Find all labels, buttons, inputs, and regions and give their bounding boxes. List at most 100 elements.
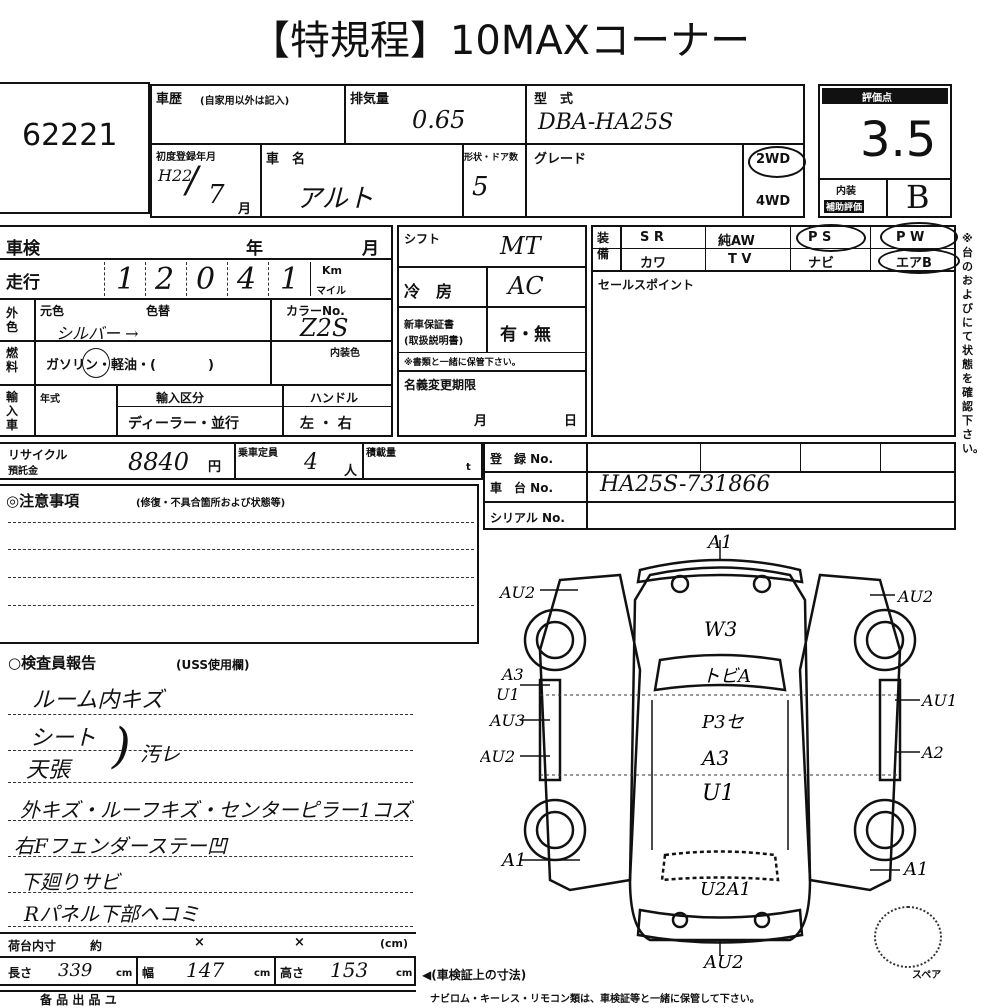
import-class-label: 輸入区分 xyxy=(156,391,205,405)
chassis-value: HA25S-731866 xyxy=(600,472,771,497)
score-label-bar xyxy=(822,88,948,104)
model-label: 型 式 xyxy=(534,92,574,107)
diagram-right-au1: AU1 xyxy=(920,691,957,710)
width-label: 幅 xyxy=(142,966,155,980)
inspection-block xyxy=(0,225,393,437)
report-line-7: Rパネル下部ヘコミ xyxy=(24,902,200,926)
color-no-value: Z2S xyxy=(300,314,349,342)
name-change-month: 月 xyxy=(474,414,488,429)
diagram-rear: AU2 xyxy=(702,952,744,970)
displacement-value: 0.65 xyxy=(412,106,466,134)
height-value: 153 xyxy=(330,958,369,982)
shift-label: シフト xyxy=(404,232,441,246)
cargo-times-1: × xyxy=(194,935,205,950)
first-reg-era: H22 xyxy=(158,166,193,185)
equip-aw: 純AW xyxy=(718,234,755,249)
mileage-digit-5: 1 xyxy=(280,262,300,297)
caution-sub: (修復・不具合箇所および状態等) xyxy=(136,498,286,509)
first-reg-month-unit: 月 xyxy=(238,202,252,217)
chassis-label: 車 台 No. xyxy=(490,481,554,495)
score-value: 3.5 xyxy=(860,112,937,168)
spare-label: スペア xyxy=(912,970,942,981)
shift-value: MT xyxy=(500,232,541,260)
lot-number-box xyxy=(0,82,150,214)
length-label: 長さ xyxy=(8,966,33,980)
page-title: 【特規程】10MAXコーナー xyxy=(249,18,751,64)
diagram-windshield: W3 xyxy=(704,617,737,641)
load-label: 積載量 xyxy=(366,448,396,459)
doors-value: 5 xyxy=(472,172,489,202)
first-reg-month: 7 xyxy=(208,180,225,210)
fuel-label: 燃料 xyxy=(6,346,19,374)
width-cm: cm xyxy=(254,968,271,979)
diagram-roof-center: P3セ xyxy=(701,712,745,733)
inspector-sub: (USS使用欄) xyxy=(176,658,250,672)
mileage-grid xyxy=(104,262,311,296)
diagram-left-a1: A1 xyxy=(500,850,526,871)
diagram-right-a2: A2 xyxy=(920,743,944,762)
selling-points-label: セールスポイント xyxy=(598,278,695,292)
car-name-value: アルト xyxy=(296,184,374,214)
load-unit: t xyxy=(466,462,471,473)
mileage-unit-km: Km xyxy=(322,264,342,277)
cargo-label: 荷台内寸 xyxy=(8,939,57,953)
caution-block xyxy=(0,484,479,644)
drive-2wd: 2WD xyxy=(756,152,791,167)
equip-airbag-circle xyxy=(878,248,960,274)
drive-4wd: 4WD xyxy=(756,194,791,209)
length-value: 339 xyxy=(58,960,93,981)
reg-no-label: 登 録 No. xyxy=(490,452,554,466)
handle-value: 左 ・ 右 xyxy=(300,416,352,432)
mileage-digit-1: 1 xyxy=(116,262,136,297)
equip-navi: ナビ xyxy=(808,256,835,271)
diagram-sunroof: トビA xyxy=(702,666,751,687)
orig-color-label: 元色 xyxy=(40,304,65,318)
diagram-roof-a3: A3 xyxy=(700,746,729,770)
equip-sr: S R xyxy=(640,230,664,245)
diagram-rear-center: U2A1 xyxy=(700,879,751,900)
color-value: シルバー → xyxy=(56,324,139,343)
drive-2wd-circle xyxy=(748,146,806,178)
shaken-year-unit: 年 xyxy=(246,239,263,259)
width-value: 147 xyxy=(186,958,225,982)
report-bracket: ) xyxy=(112,718,131,774)
lot-number: 62221 xyxy=(22,118,118,153)
diagram-right-fender: AU2 xyxy=(896,587,933,606)
serial-label: シリアル No. xyxy=(490,511,565,525)
report-line-3: 天張 xyxy=(26,758,71,783)
capacity-unit: 人 xyxy=(344,464,358,479)
inspector-label: ○検査員報告 xyxy=(8,654,97,672)
height-label: 高さ xyxy=(280,966,305,980)
mileage-digit-2: 2 xyxy=(155,262,175,297)
recycle-label: リサイクル xyxy=(8,448,68,462)
color-change-label: 色替 xyxy=(146,304,171,318)
cargo-cm-unit: (cm) xyxy=(380,937,409,950)
report-line-6: 下廻りサビ xyxy=(20,870,120,894)
first-reg-label: 初度登録年月 xyxy=(156,152,216,163)
score-box xyxy=(818,84,952,218)
diagram-left-u1: U1 xyxy=(496,685,520,704)
color-no-label: カラーNo. xyxy=(286,304,345,318)
report-line-4: 外キズ・ルーフキズ・センターピラー1コズ xyxy=(20,798,412,822)
handle-label: ハンドル xyxy=(310,391,359,405)
interior-grade-label: 内装 xyxy=(836,186,856,197)
manual-sub: (取扱説明書) xyxy=(404,336,464,347)
manual-note: ※書類と一緒に保管下さい。 xyxy=(404,358,521,368)
vehicle-info-block xyxy=(150,84,805,218)
model-value: DBA-HA25S xyxy=(538,110,674,135)
import-year-label: 年式 xyxy=(40,394,60,405)
shaken-month-unit: 月 xyxy=(362,239,379,259)
score-label: 評価点 xyxy=(862,93,892,104)
registry-block xyxy=(483,442,956,530)
recycle-value: 8840 xyxy=(128,448,190,476)
caution-label: ◎注意事項 xyxy=(6,492,80,510)
report-line-2: シート xyxy=(30,726,97,751)
equipment-block xyxy=(591,225,956,437)
name-change-label: 名義変更期限 xyxy=(404,378,477,392)
side-note: ※台のおよびにて状態を確認下さい。 xyxy=(962,232,984,455)
first-reg-slash: / xyxy=(186,160,199,201)
grade-label: グレード xyxy=(534,152,587,167)
report-line-5: 右Fフェンダーステー凹 xyxy=(14,834,227,858)
report-bracket-note: 汚レ xyxy=(140,742,180,766)
import-label: 輸入車 xyxy=(6,390,19,432)
